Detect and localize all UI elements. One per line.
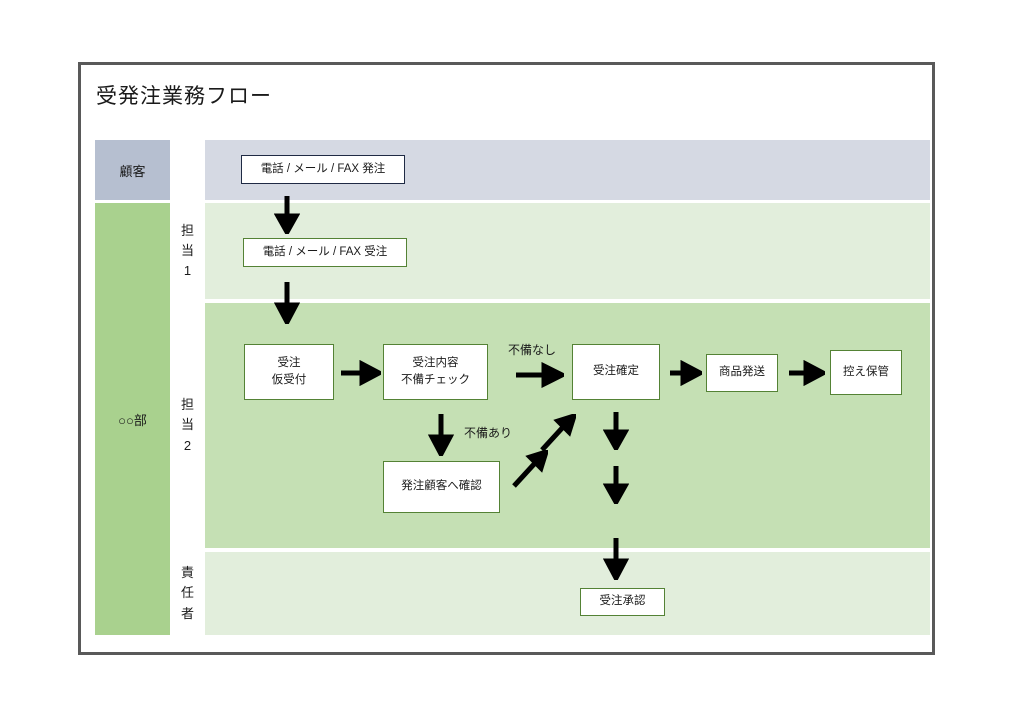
lane-label-department-text: ○○部 (118, 412, 147, 428)
node-order-content-check-line1: 受注内容 (412, 356, 459, 369)
arrow-up-right-icon-rework-lower (512, 450, 548, 488)
node-order-fixed[interactable]: 受注確定 (572, 344, 660, 400)
node-order-received[interactable]: 電話 / メール / FAX 受注 (243, 238, 407, 267)
lane-label-customer: 顧客 (95, 140, 170, 200)
arrow-down-icon-receive-to-provisional (274, 282, 300, 324)
node-order-placed[interactable]: 電話 / メール / FAX 発注 (241, 155, 405, 184)
role-label-sekininsha-char-2: 者 (180, 605, 194, 621)
role-label-tantou2: 担 当 2 (170, 303, 205, 548)
node-order-content-check-line2: 不備チェック (401, 374, 470, 386)
node-confirm-with-customer-label: 発注顧客へ確認 (401, 480, 482, 493)
arrow-down-icon-fixed-step1 (603, 412, 629, 450)
node-shipment[interactable]: 商品発送 (706, 354, 778, 392)
arrow-down-icon-fixed-to-approval (603, 538, 629, 580)
node-provisional-acceptance-line2: 仮受付 (271, 374, 307, 386)
role-label-tantou1-char-1: 当 (180, 242, 194, 258)
lane-label-customer-text: 顧客 (119, 163, 146, 179)
caption-no-defect: 不備なし (508, 343, 557, 357)
lane-background-sekininsha (205, 552, 930, 635)
arrow-down-icon-order-to-receive (274, 196, 300, 234)
role-label-tantou2-char-1: 当 (180, 417, 194, 433)
role-label-tantou2-char-2: 2 (183, 437, 192, 453)
caption-has-defect: 不備あり (464, 426, 513, 440)
node-order-content-check[interactable]: 受注内容 不備チェック (383, 344, 488, 400)
node-order-approval-label: 受注承認 (599, 595, 646, 608)
arrow-down-icon-fixed-step2 (603, 466, 629, 504)
role-label-sekininsha-char-0: 責 (180, 565, 194, 581)
role-label-sekininsha: 責 任 者 (170, 552, 205, 635)
node-confirm-with-customer[interactable]: 発注顧客へ確認 (383, 461, 500, 513)
node-order-received-label: 電話 / メール / FAX 受注 (262, 245, 388, 258)
node-order-placed-label: 電話 / メール / FAX 発注 (260, 162, 386, 175)
role-label-tantou1: 担 当 1 (170, 203, 205, 299)
node-archive[interactable]: 控え保管 (830, 350, 902, 395)
arrow-down-icon-check-to-confirm (428, 414, 454, 456)
arrow-right-icon-check-to-fixed (516, 362, 564, 388)
role-label-sekininsha-char-1: 任 (180, 585, 194, 601)
arrow-right-icon-provisional-to-check (341, 360, 381, 386)
role-label-tantou1-char-0: 担 (180, 222, 194, 238)
arrow-right-icon-shipment-to-archive (789, 360, 825, 386)
node-shipment-label: 商品発送 (719, 366, 765, 379)
arrow-up-right-icon-rework-upper (540, 414, 576, 452)
page-title: 受発注業務フロー (96, 85, 272, 108)
role-label-tantou2-char-0: 担 (180, 397, 194, 413)
node-archive-label: 控え保管 (843, 365, 889, 378)
node-provisional-acceptance-line1: 受注 (277, 356, 301, 369)
role-label-tantou1-char-2: 1 (183, 263, 192, 279)
node-order-fixed-label: 受注確定 (593, 365, 639, 378)
arrow-right-icon-fixed-to-shipment (670, 360, 702, 386)
lane-label-department: ○○部 (95, 203, 170, 635)
node-provisional-acceptance[interactable]: 受注 仮受付 (244, 344, 334, 400)
node-order-approval[interactable]: 受注承認 (580, 588, 665, 616)
